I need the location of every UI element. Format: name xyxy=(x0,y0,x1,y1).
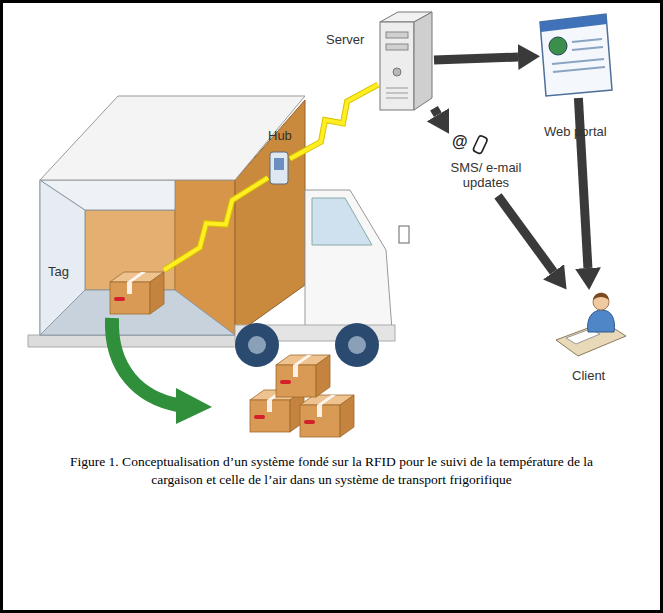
server-icon-part xyxy=(386,98,408,99)
wireless-link xyxy=(290,85,378,159)
node-label: Client xyxy=(572,368,605,383)
wireless-link-bolt xyxy=(164,178,268,270)
flow-arrow xyxy=(578,98,588,268)
tag-box-part xyxy=(110,272,164,314)
unload-arrow-part xyxy=(112,318,178,405)
server-node: Server xyxy=(378,10,434,112)
symbol-label: @ xyxy=(452,133,468,151)
web-portal-icon-part xyxy=(540,14,612,96)
truck-part xyxy=(235,323,279,367)
unload-arrow xyxy=(112,318,212,424)
truck xyxy=(28,96,409,367)
server-icon-part xyxy=(414,12,432,110)
tag-node: Tag xyxy=(110,270,166,316)
server-icon-part xyxy=(386,44,408,50)
server-icon xyxy=(380,12,432,110)
truck-part xyxy=(305,190,392,330)
hub-device xyxy=(270,152,288,184)
truck-part xyxy=(348,336,366,354)
wireless-link xyxy=(164,178,268,270)
node-label: Server xyxy=(326,32,364,47)
server-icon-part xyxy=(386,88,408,89)
figure-caption: Figure 1. Conceptualisation d’un système… xyxy=(45,453,618,488)
client-icon-part xyxy=(593,293,609,300)
wireless-link-edge xyxy=(164,178,268,270)
web-portal-icon-part xyxy=(549,37,567,55)
client-icon-part xyxy=(588,310,615,332)
tag-box xyxy=(110,272,164,314)
unload-arrow-part xyxy=(176,388,212,424)
truck-part xyxy=(399,226,409,243)
data-flow xyxy=(434,108,554,272)
web-portal-icon xyxy=(540,14,612,96)
phone-icon-part xyxy=(473,135,488,154)
web-portal-icon-part xyxy=(552,59,604,64)
truck-part xyxy=(248,336,266,354)
edge-label: SMS/ e-mail updates xyxy=(446,160,526,192)
flow-arrow xyxy=(498,196,554,272)
client-node: Client xyxy=(554,288,628,358)
flow-arrow xyxy=(434,108,438,114)
data-flow xyxy=(434,57,518,60)
phone-icon xyxy=(473,135,488,154)
truck-part xyxy=(40,96,305,180)
hub-device-part xyxy=(274,158,284,170)
client-icon xyxy=(556,293,626,356)
unloaded-boxes xyxy=(250,355,354,437)
truck-part xyxy=(40,180,235,335)
node-label: Web portal xyxy=(544,124,607,139)
truck-part xyxy=(312,198,372,245)
unloaded-boxes-part xyxy=(300,395,354,437)
server-icon-part xyxy=(386,32,408,38)
node-label: Hub xyxy=(268,128,292,143)
flow-arrow xyxy=(434,57,518,60)
server-icon-part xyxy=(393,68,401,76)
server-icon-part xyxy=(380,22,414,110)
hub-device-part xyxy=(270,152,288,184)
hub-node: Hub xyxy=(268,150,290,186)
web-portal-node: Web portal xyxy=(538,12,614,98)
data-flow xyxy=(578,98,588,268)
truck-part xyxy=(40,180,175,210)
node-label: Tag xyxy=(48,264,69,279)
web-portal-icon-part xyxy=(572,39,602,42)
server-icon-part xyxy=(386,93,408,94)
web-portal-icon-part xyxy=(553,67,605,72)
web-portal-icon-part xyxy=(572,47,603,50)
truck-part xyxy=(28,335,240,347)
unloaded-boxes-part xyxy=(276,355,330,397)
wireless-link-edge xyxy=(290,85,378,159)
wireless-link-bolt xyxy=(290,85,378,159)
truck-part xyxy=(335,323,379,367)
web-portal-icon-part xyxy=(540,14,607,32)
